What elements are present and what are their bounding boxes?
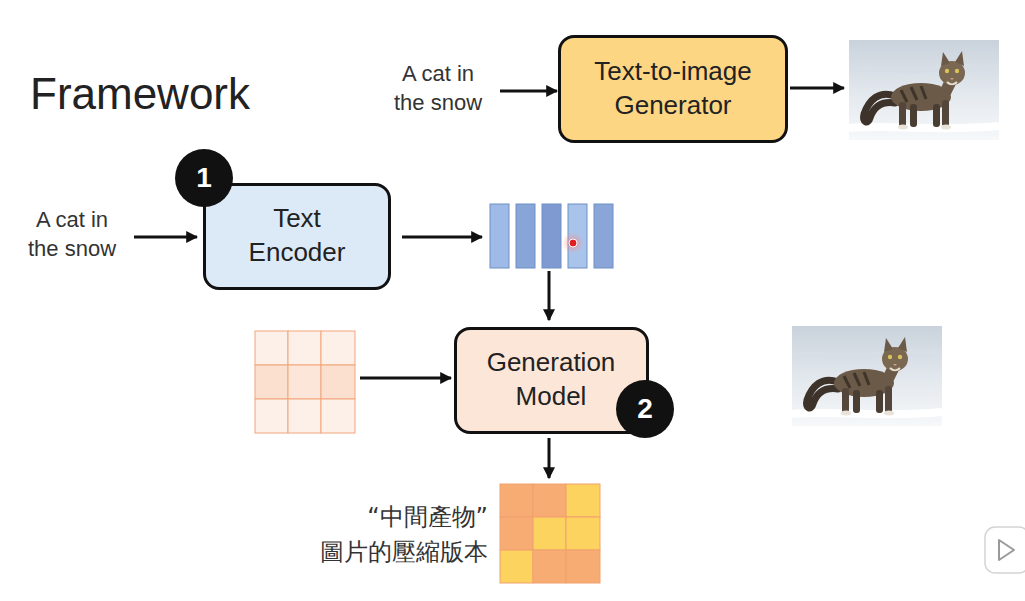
noise-arrow	[360, 377, 451, 380]
embedding-vectors	[490, 204, 613, 268]
embedding-arrow	[548, 271, 551, 320]
input-prompt: A cat in the snow	[386, 60, 490, 117]
noise-grid	[255, 331, 355, 433]
vector-bar	[542, 204, 561, 268]
box-text: Text-to-image Generator	[573, 55, 773, 123]
callout-number: 2	[616, 380, 674, 438]
output-arrow	[548, 438, 551, 478]
box-text: Generation Model	[469, 346, 634, 414]
callout-number: 1	[175, 149, 233, 207]
cursor-halo	[562, 232, 584, 254]
play-button	[985, 527, 1025, 573]
cat-photo	[849, 40, 999, 140]
latent-grid	[500, 484, 600, 583]
cursor-dot	[569, 239, 577, 247]
input-prompt: A cat in the snow	[20, 206, 124, 263]
note-label: “中間產物” 圖片的壓縮版本	[256, 500, 488, 570]
arrows	[134, 88, 844, 478]
vector-bar	[594, 204, 613, 268]
embedding-arrow	[402, 236, 482, 239]
input-arrow	[500, 90, 557, 93]
vector-bar	[490, 204, 509, 268]
slide-title: Framework	[30, 68, 250, 121]
input-arrow	[134, 236, 197, 239]
vector-bar	[516, 204, 535, 268]
output-arrow	[790, 87, 844, 90]
encoder-box: Text Encoder	[203, 183, 391, 290]
box-text: Text Encoder	[237, 202, 357, 270]
generator-box: Text-to-image Generator	[558, 35, 788, 143]
cat-photo	[792, 326, 942, 426]
